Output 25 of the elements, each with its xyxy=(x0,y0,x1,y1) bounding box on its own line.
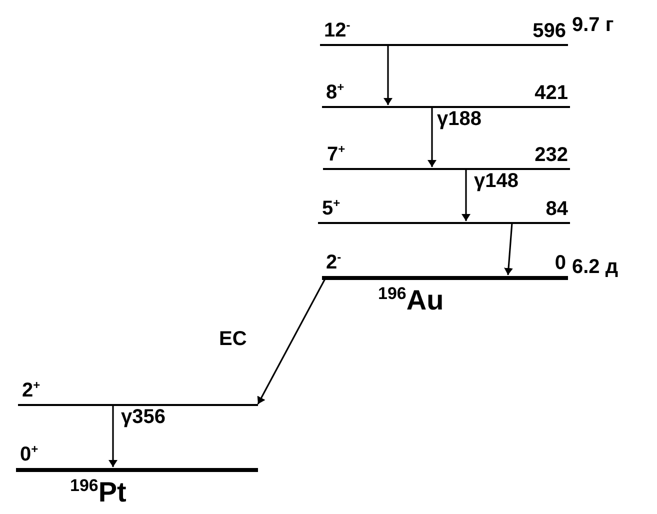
edge-label: γ356 xyxy=(120,406,166,429)
spin-parity: 2$^{-}$ xyxy=(326,249,342,274)
spin-parity: 8$^{+}$ xyxy=(326,79,344,104)
half-life: 6.2 д xyxy=(572,256,618,279)
transition-arrow xyxy=(462,169,470,221)
level-energy: 232 xyxy=(534,144,568,166)
spin-parity: 12$^{-}$ xyxy=(324,17,350,42)
level-energy: 596 xyxy=(532,20,566,42)
spin-parity: 5$^{+}$ xyxy=(322,195,340,220)
transition-arrow xyxy=(384,45,392,105)
spin-parity: 7$^{+}$ xyxy=(327,141,346,166)
transition-arrow xyxy=(428,107,436,167)
level-energy: 421 xyxy=(534,82,568,104)
edge-label: γ148 xyxy=(473,170,520,193)
half-life: 9.7 г xyxy=(572,14,614,37)
nuclide-label: $^{196}$Pt xyxy=(70,476,126,508)
level-energy: 0 xyxy=(554,252,566,274)
transition-arrow xyxy=(505,222,513,276)
level-energy: 84 xyxy=(546,198,568,220)
spin-parity: 0$^{+}$ xyxy=(20,441,38,466)
transition-arrow xyxy=(257,278,326,404)
transition-arrow xyxy=(110,405,116,467)
nuclide-label: $^{196}$Au xyxy=(378,284,444,316)
edge-label: γ188 xyxy=(436,108,482,131)
spin-parity: 2$^{+}$ xyxy=(22,377,40,402)
